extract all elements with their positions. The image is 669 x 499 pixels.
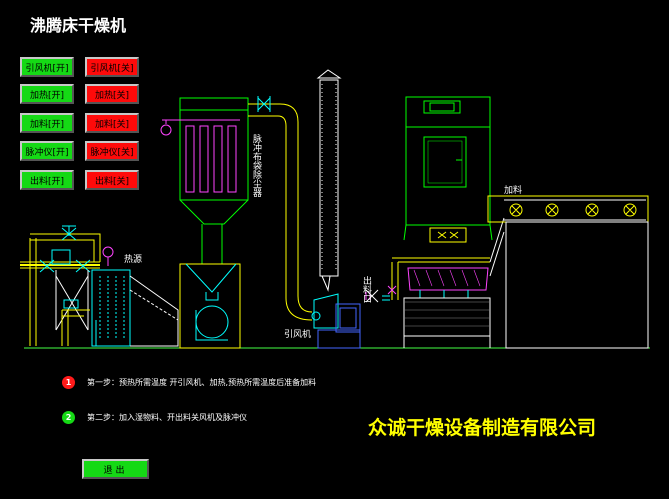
step-1-text: 第一步：预热所需温度 开引风机、加热,预热所需温度后准备加料 bbox=[87, 377, 317, 387]
step-1-badge: 1 bbox=[62, 375, 75, 389]
fan-off-button[interactable]: 引风机[关] bbox=[85, 57, 139, 77]
feed-off-button[interactable]: 加料[关] bbox=[85, 113, 139, 133]
induced-fan bbox=[313, 289, 379, 349]
induced-fan-label: 引风机 bbox=[284, 328, 311, 340]
feed-conveyor bbox=[487, 195, 649, 349]
page-title: 沸腾床干燥机 bbox=[30, 16, 127, 35]
heat-source-gauge-icon bbox=[102, 246, 114, 258]
discharge-on-button[interactable]: 出料[开] bbox=[20, 170, 74, 190]
step-2-badge: 2 bbox=[62, 410, 75, 424]
exit-button[interactable]: 退出 bbox=[82, 459, 149, 479]
company-name: 众诚干燥设备制造有限公司 bbox=[368, 417, 597, 439]
pulse-off-button[interactable]: 脉冲仪[关] bbox=[85, 141, 139, 161]
feed-on-button[interactable]: 加料[开] bbox=[20, 113, 74, 133]
dust-collector bbox=[160, 97, 249, 349]
step-2-text: 第二步：加入湿物料、开出料关风机及脉冲仪 bbox=[87, 412, 247, 422]
step-2: 2 第二步：加入湿物料、开出料关风机及脉冲仪 bbox=[62, 410, 247, 424]
fan-on-button[interactable]: 引风机[开] bbox=[20, 57, 74, 77]
dust-collector-label: 脉冲布袋除尘器 bbox=[251, 133, 262, 197]
chimney bbox=[316, 69, 342, 292]
fluid-bed-dryer bbox=[382, 96, 505, 348]
step-1: 1 第一步：预热所需温度 开引风机、加热,预热所需温度后准备加料 bbox=[62, 375, 316, 389]
discharge-off-button[interactable]: 出料[关] bbox=[85, 170, 139, 190]
heat-on-button[interactable]: 加热[开] bbox=[20, 84, 74, 104]
outlet-label: 出料口 bbox=[361, 275, 372, 303]
feed-label: 加料 bbox=[504, 184, 522, 196]
exhaust-duct bbox=[248, 96, 321, 321]
heat-off-button[interactable]: 加热[关] bbox=[85, 84, 139, 104]
heat-source-label: 热源 bbox=[124, 253, 142, 265]
heat-source-piping bbox=[20, 225, 179, 347]
pulse-on-button[interactable]: 脉冲仪[开] bbox=[20, 141, 74, 161]
